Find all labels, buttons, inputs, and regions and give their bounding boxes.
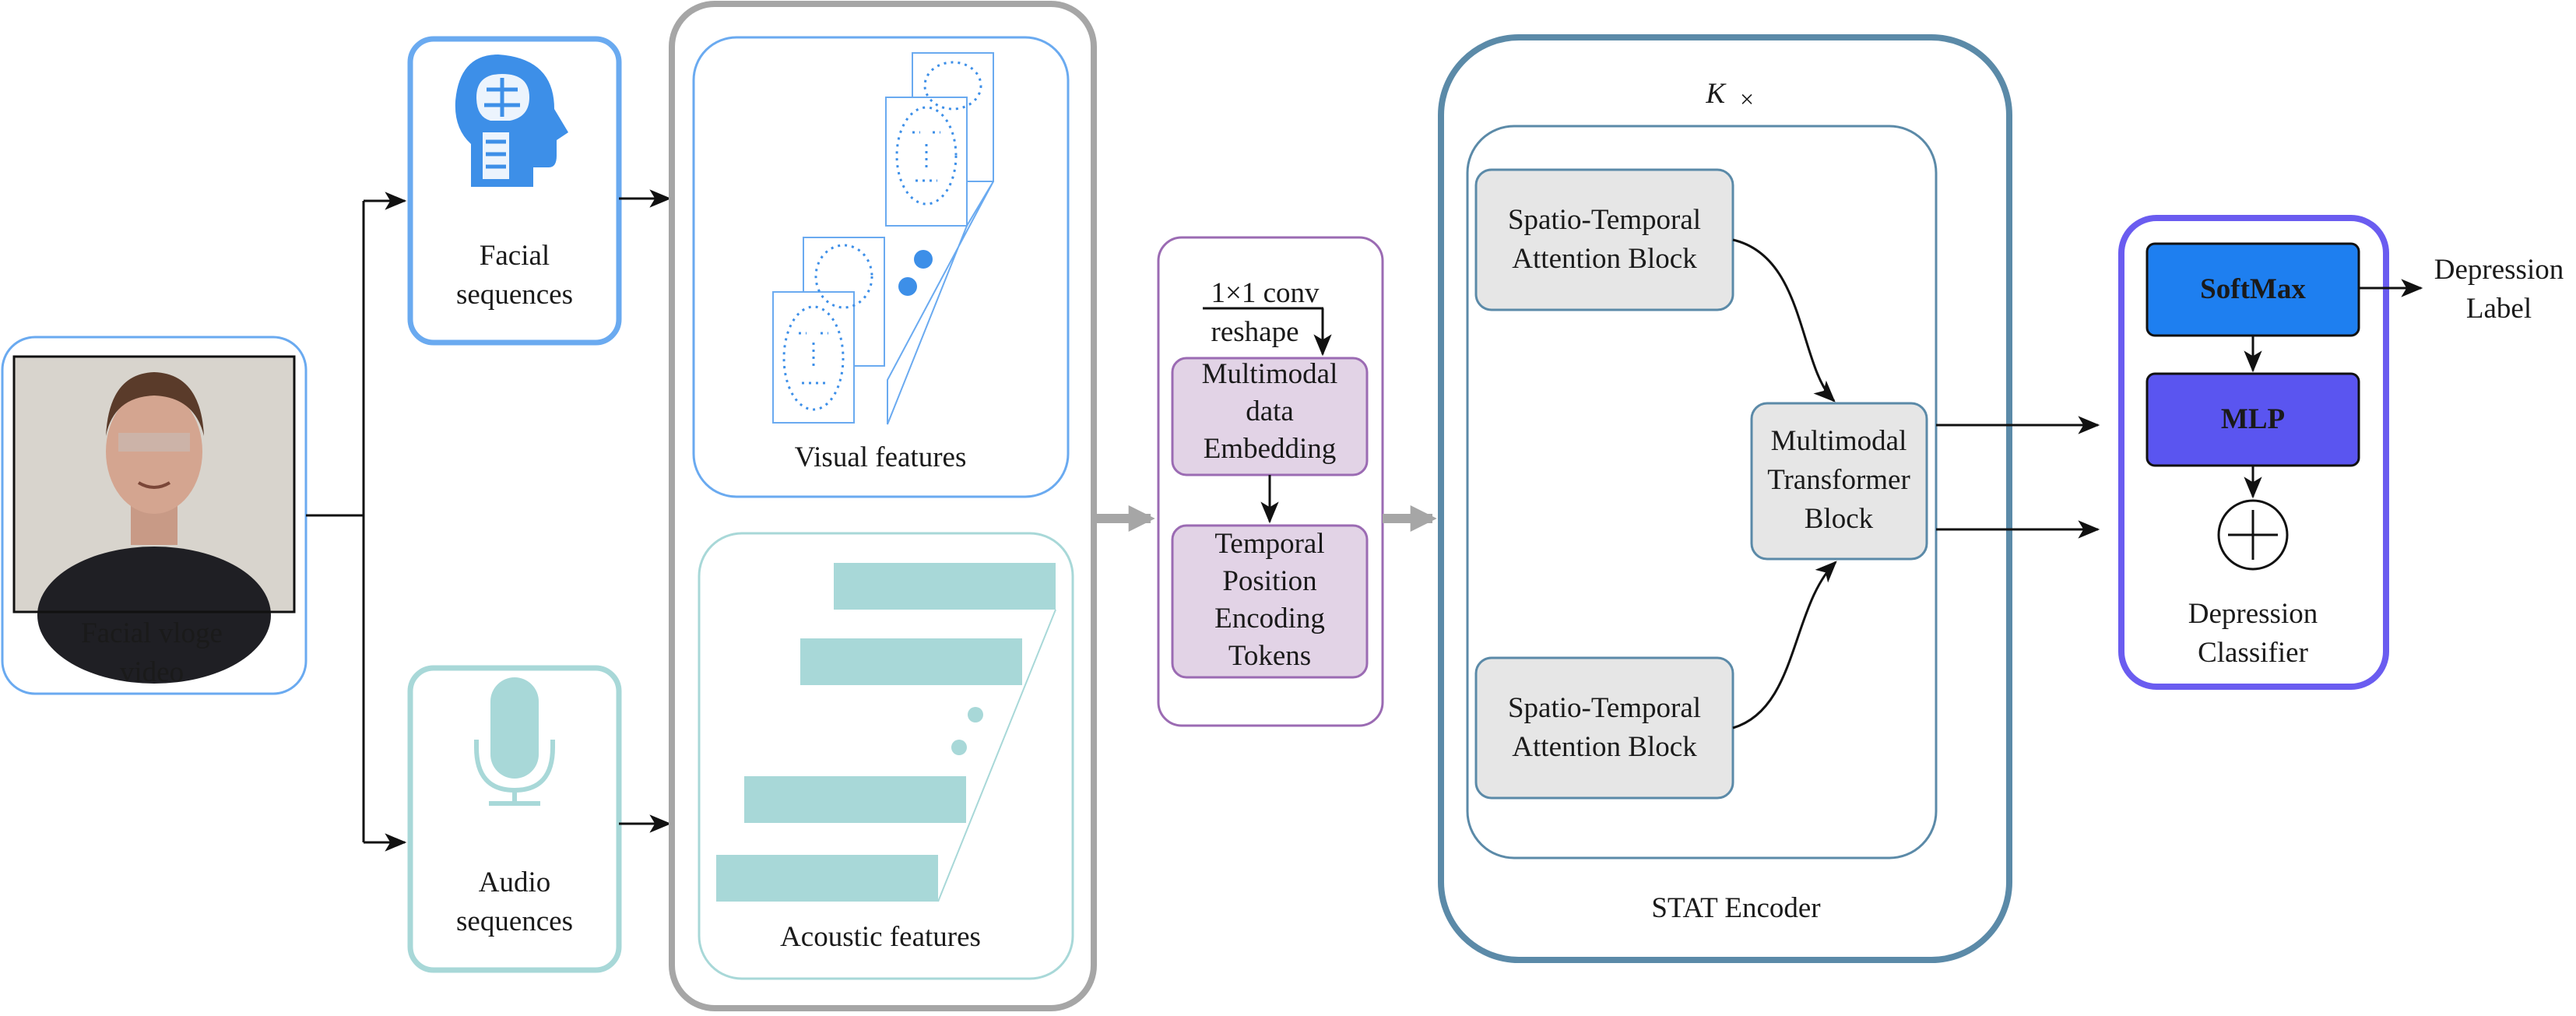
mt-line1: Multimodal [1771,425,1907,457]
acoustic-feature-bars [716,563,1056,902]
acoustic-features-label: Acoustic features [780,921,981,953]
pos-line1: Temporal [1214,528,1324,560]
sum-icon [2217,499,2289,571]
classifier-label-line2: Classifier [2198,637,2308,669]
mlp-block: MLP [2145,372,2360,467]
visual-features-box: Visual features [692,36,1070,498]
input-label-line1: Facial vloge [81,617,223,649]
multimodal-transformer-block: Multimodal Transformer Block [1750,402,1928,561]
st-attention-block-bottom: Spatio-Temporal Attention Block [1474,656,1734,800]
embedding-panel: 1×1 conv reshape Multimodal data Embeddi… [1157,236,1384,727]
st-top-line2: Attention Block [1512,243,1697,275]
classifier-label-line1: Depression [2188,598,2318,630]
output-label-line2: Label [2466,293,2532,325]
mt-line2: Transformer [1767,464,1910,496]
visual-features-label: Visual features [795,441,967,473]
output-label-line1: Depression [2434,254,2564,286]
audio-seq-line2: sequences [456,905,573,937]
st-attention-block-top: Spatio-Temporal Attention Block [1474,168,1734,311]
embed-line3: Embedding [1204,433,1337,465]
audio-sequences-node: Audio sequences [407,665,622,973]
reshape-label: reshape [1211,316,1299,348]
stat-encoder-panel: K × Spatio-Temporal Attention Block Spat… [1438,34,2012,963]
st-top-to-mt-arrow [1732,238,1836,403]
pos-line3: Encoding [1214,603,1325,635]
temporal-position-block: Temporal Position Encoding Tokens [1171,524,1369,679]
acoustic-features-box: Acoustic features [698,532,1074,980]
facial-seq-line2: sequences [456,279,573,311]
input-video-node: Facial vloge video [1,336,308,695]
mlp-label: MLP [2221,403,2285,435]
stat-encoder-label: STAT Encoder [1651,892,1820,924]
embed-line1: Multimodal [1202,358,1338,390]
repeat-times: × [1740,85,1754,113]
mt-line3: Block [1805,503,1874,535]
pos-line2: Position [1222,565,1316,597]
st-bottom-line1: Spatio-Temporal [1508,692,1701,724]
softmax-label: SoftMax [2200,273,2306,305]
pos-line4: Tokens [1228,640,1311,672]
softmax-block: SoftMax [2145,242,2360,337]
brain-head-icon [455,54,568,187]
conv-label: 1×1 conv [1211,277,1320,309]
feature-extraction-panel: Visual features Acoustic features [669,1,1097,1011]
input-label-line2: video [120,656,184,688]
st-top-line1: Spatio-Temporal [1508,204,1701,236]
facial-seq-line1: Facial [480,240,550,272]
depression-classifier-panel: SoftMax MLP Depression Classifier [2118,215,2389,690]
facial-sequences-node: Facial sequences [407,36,622,346]
multimodal-embedding-block: Multimodal data Embedding [1171,357,1369,476]
microphone-icon [474,677,555,806]
audio-seq-line1: Audio [479,867,551,898]
face-landmark-dots [782,61,982,411]
st-bottom-line2: Attention Block [1512,731,1697,763]
repeat-k: K [1705,78,1727,110]
video-frame-image [12,355,296,684]
embed-line2: data [1246,396,1294,427]
st-bottom-to-mt-arrow [1732,561,1837,729]
split-connector [306,192,407,852]
